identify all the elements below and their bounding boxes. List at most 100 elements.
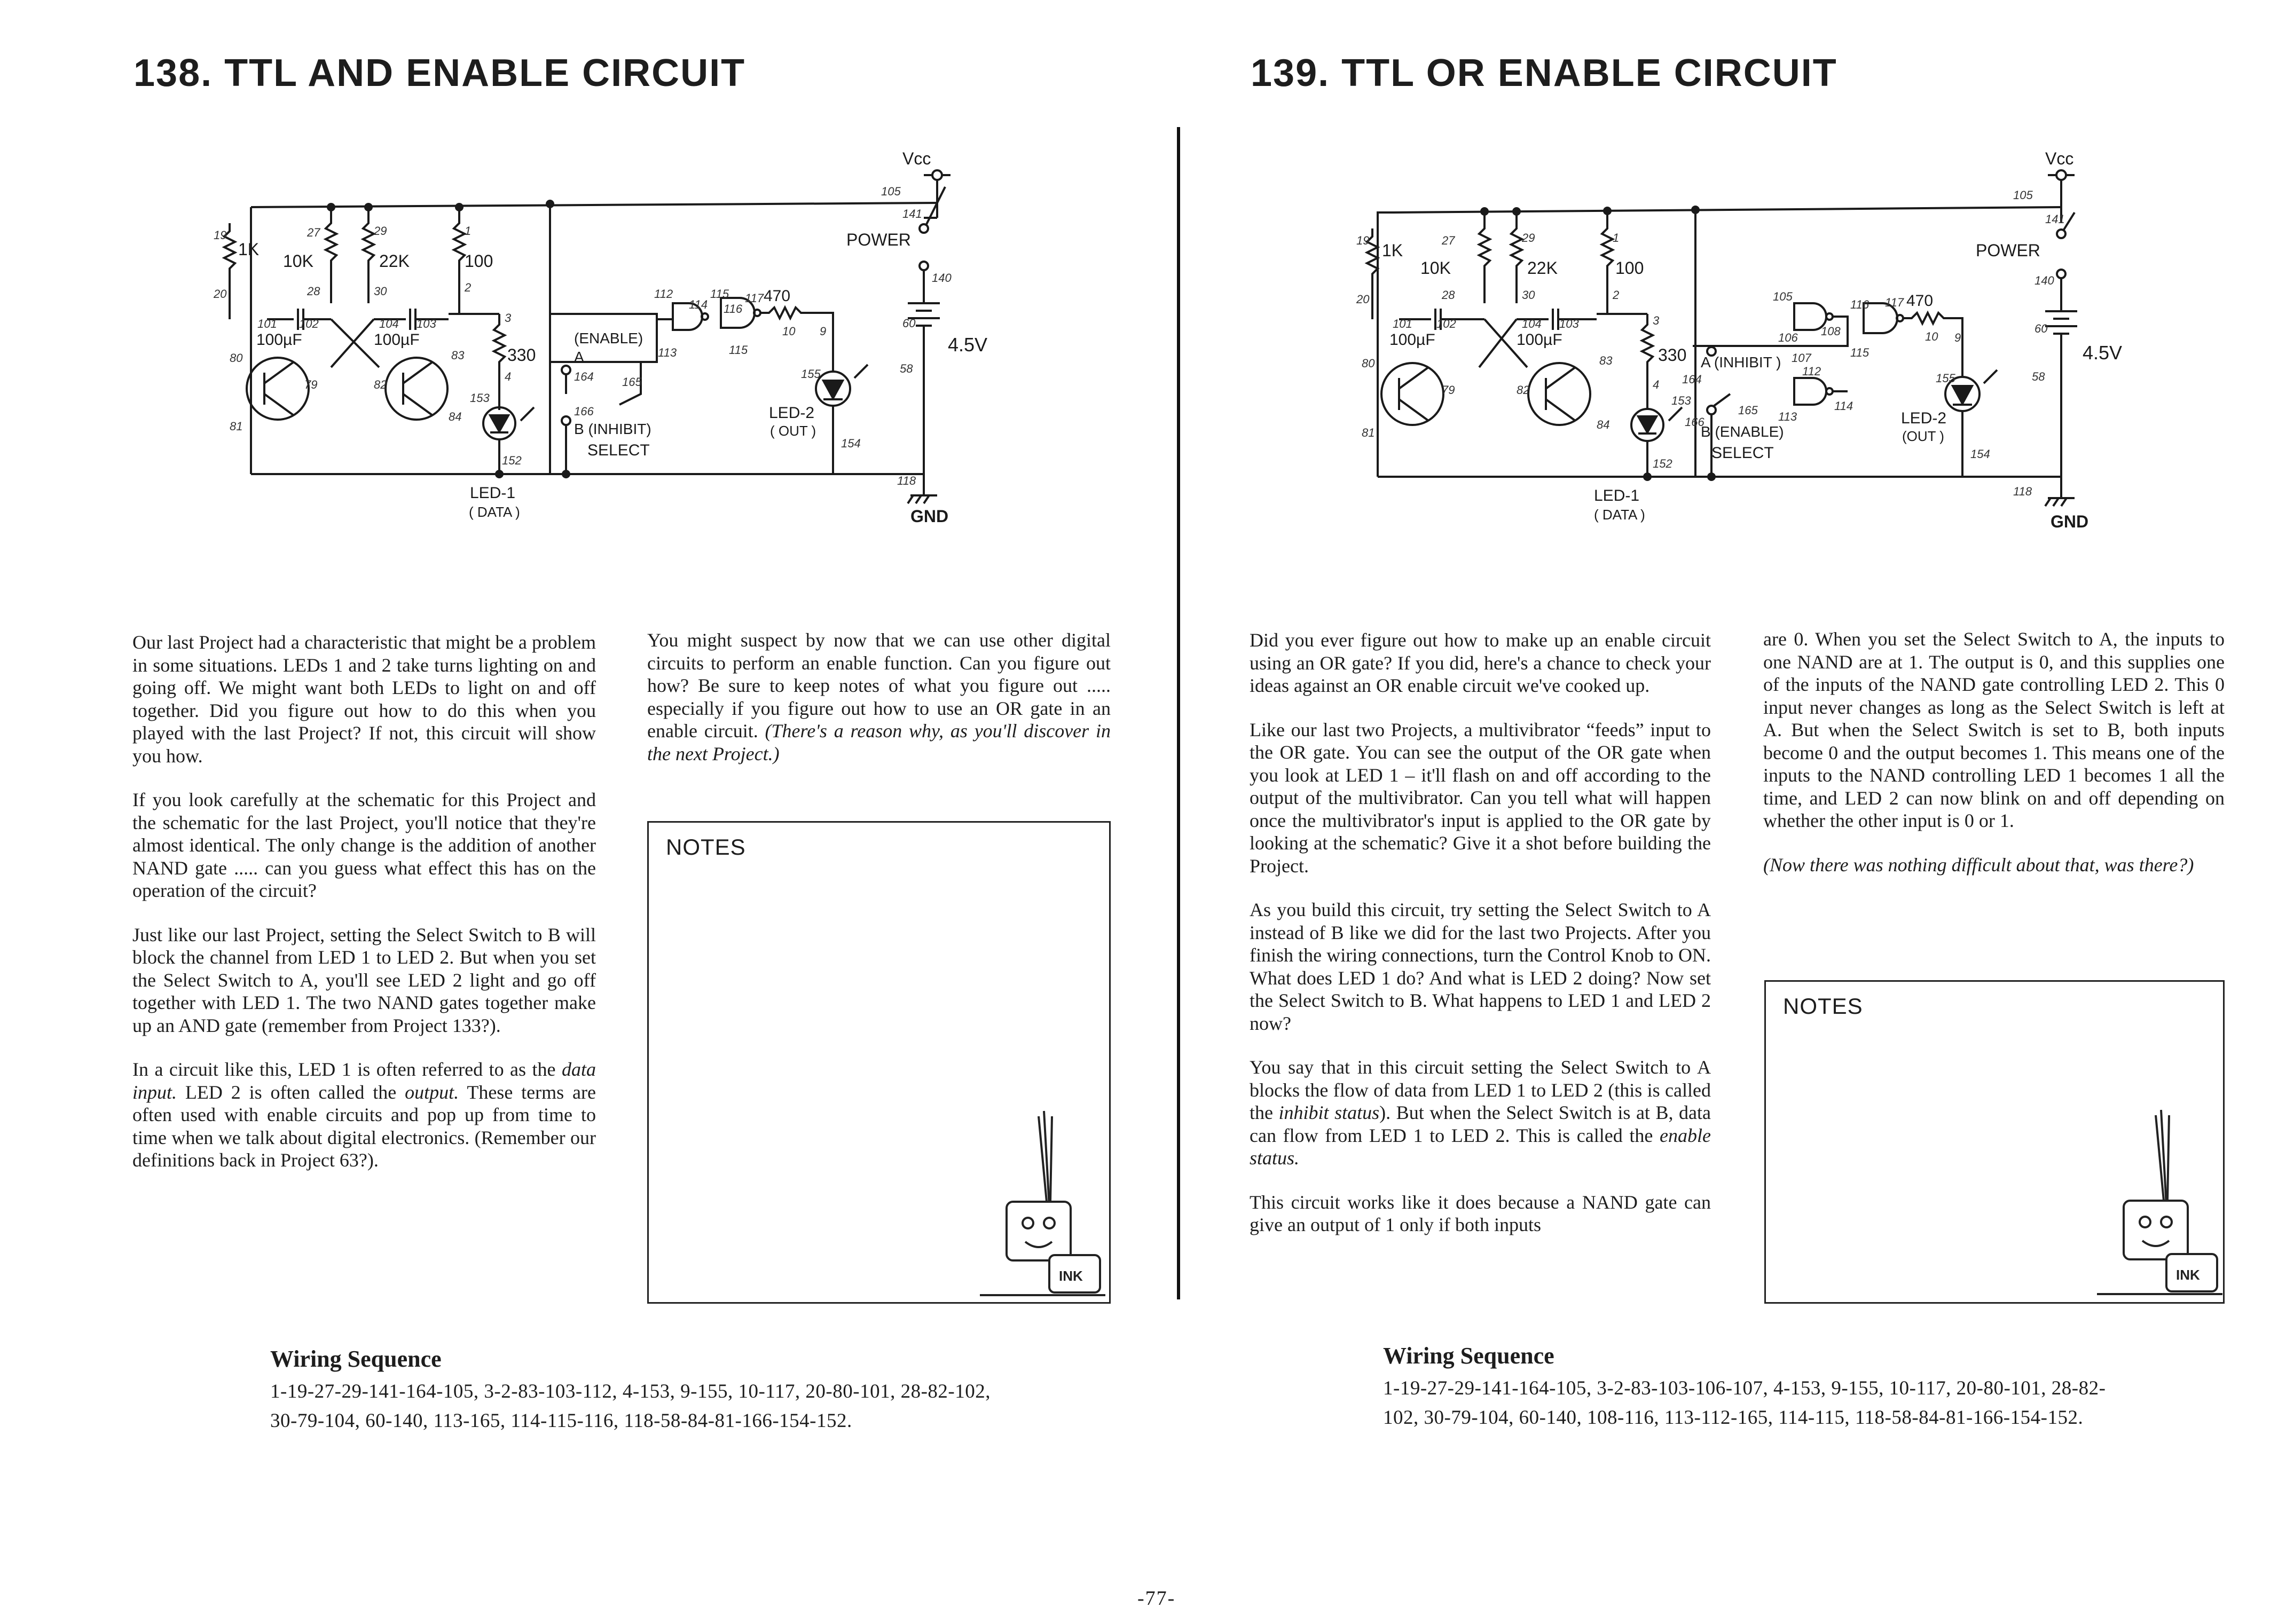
r-terminal-166: 166 <box>1685 415 1704 429</box>
terminal-113: 113 <box>658 346 677 359</box>
power-label: POWER <box>846 230 911 249</box>
r2-label: 10K <box>283 251 313 271</box>
terminal-155: 155 <box>801 367 821 381</box>
r-terminal-84: 84 <box>1597 418 1609 431</box>
terminal-114: 114 <box>689 298 708 311</box>
right-page-title: 139. TTL OR ENABLE CIRCUIT <box>1251 52 1837 94</box>
terminal-164: 164 <box>574 370 594 383</box>
battery-label: 4.5V <box>948 334 987 356</box>
r-led1-sub-label: ( DATA ) <box>1594 507 1645 523</box>
left-page-title: 138. TTL AND ENABLE CIRCUIT <box>133 52 746 94</box>
terminal-60: 60 <box>902 317 916 330</box>
terminal-82: 82 <box>374 378 387 391</box>
r-c1-label: 100µF <box>1389 331 1435 349</box>
right-notes-label: NOTES <box>1783 994 1863 1019</box>
led1-label: LED-1 <box>470 484 515 502</box>
left-notes-box[interactable]: NOTES INK <box>647 821 1111 1304</box>
r-terminal-152: 152 <box>1653 457 1672 470</box>
left-column-1: Our last Project had a characteristic th… <box>132 631 596 1193</box>
switch-a-label: A <box>574 349 584 365</box>
r-led2-sub-label: (OUT ) <box>1902 428 1944 444</box>
terminal-115b: 115 <box>729 343 748 357</box>
gnd-label: GND <box>910 507 948 526</box>
c1-label: 100µF <box>256 331 302 349</box>
r-led1-label: LED-1 <box>1594 487 1639 504</box>
r-terminal-165: 165 <box>1738 404 1758 417</box>
r-r1-label: 1K <box>1382 241 1403 260</box>
r-terminal-3: 3 <box>1653 314 1660 327</box>
r-switch-a-label: A (INHIBIT ) <box>1701 354 1781 370</box>
left-notes-label: NOTES <box>666 834 746 860</box>
r-terminal-115: 115 <box>1850 346 1869 359</box>
led2-label: LED-2 <box>769 404 814 422</box>
r-terminal-106: 106 <box>1778 331 1798 344</box>
r-terminal-81: 81 <box>1362 426 1374 439</box>
r-terminal-58: 58 <box>2032 370 2045 383</box>
terminal-83: 83 <box>451 349 465 362</box>
terminal-80: 80 <box>230 351 243 365</box>
terminal-79: 79 <box>304 378 317 391</box>
left-paragraph-4: In a circuit like this, LED 1 is often r… <box>132 1059 596 1171</box>
r-terminal-116: 116 <box>1850 298 1869 311</box>
terminal-117: 117 <box>745 291 764 305</box>
r-r6-label: 470 <box>1906 292 1933 310</box>
r-terminal-105a: 105 <box>2013 188 2033 202</box>
r-r4-label: 100 <box>1615 258 1644 278</box>
right-col2-italic: (Now there was nothing difficult about t… <box>1763 854 2194 876</box>
left-paragraph-2: If you look carefully at the schematic f… <box>132 789 596 901</box>
right-schematic: Vcc POWER 4.5V GND 1K 10K 22K 100 330 47… <box>1356 149 2122 531</box>
left-column-2: You might suspect by now that we can use… <box>647 629 1111 784</box>
terminal-84: 84 <box>449 410 461 423</box>
r-terminal-29: 29 <box>1521 231 1535 245</box>
terminal-81: 81 <box>230 420 242 433</box>
terminal-103: 103 <box>417 317 436 330</box>
r-terminal-112: 112 <box>1802 365 1821 378</box>
r-terminal-10: 10 <box>1925 330 1938 343</box>
r-r2-label: 10K <box>1420 258 1451 278</box>
right-paragraph-5: This circuit works like it does because … <box>1250 1191 1711 1236</box>
right-notes-box[interactable]: NOTES INK <box>1764 980 2225 1304</box>
terminal-27: 27 <box>307 226 320 239</box>
r-terminal-107: 107 <box>1792 351 1811 365</box>
left-paragraph-1: Our last Project had a characteristic th… <box>132 632 596 767</box>
page-divider <box>1177 127 1180 1299</box>
terminal-153: 153 <box>470 391 490 405</box>
r-terminal-1: 1 <box>1613 231 1619 245</box>
r4-label: 100 <box>465 251 493 271</box>
r-terminal-82: 82 <box>1517 383 1529 397</box>
r-terminal-28: 28 <box>1441 288 1455 302</box>
r-terminal-103: 103 <box>1559 317 1579 330</box>
terminal-115a: 115 <box>710 287 729 301</box>
terminal-101: 101 <box>257 317 277 330</box>
r-terminal-108: 108 <box>1821 325 1841 338</box>
r-vcc-label: Vcc <box>2045 149 2073 168</box>
r-terminal-164: 164 <box>1682 373 1702 386</box>
r-terminal-104: 104 <box>1522 317 1542 330</box>
r-terminal-118: 118 <box>2013 485 2032 498</box>
c2-label: 100µF <box>374 331 420 349</box>
r-switch-b-label: B (ENABLE) <box>1701 423 1784 440</box>
left-wiring-section: Wiring Sequence 1-19-27-29-141-164-105, … <box>270 1345 1018 1436</box>
right-wiring-title: Wiring Sequence <box>1383 1343 1554 1369</box>
r-terminal-30: 30 <box>1522 288 1535 302</box>
r-terminal-83: 83 <box>1599 354 1613 367</box>
terminal-9: 9 <box>820 325 826 338</box>
r-terminal-114: 114 <box>1834 399 1853 413</box>
r-terminal-80: 80 <box>1362 357 1375 370</box>
r-terminal-27: 27 <box>1441 234 1455 247</box>
r-battery-label: 4.5V <box>2083 342 2122 364</box>
r-terminal-101: 101 <box>1393 317 1412 330</box>
r-terminal-20: 20 <box>1356 293 1370 306</box>
r-terminal-19: 19 <box>1356 234 1369 247</box>
terminal-3: 3 <box>505 311 512 325</box>
left-wiring-sequence: 1-19-27-29-141-164-105, 3-2-83-103-112, … <box>270 1381 991 1432</box>
right-wiring-sequence: 1-19-27-29-141-164-105, 3-2-83-103-106-1… <box>1383 1377 2106 1429</box>
right-paragraph-1: Did you ever figure out how to make up a… <box>1250 629 1711 696</box>
right-paragraph-3: As you build this circuit, try setting t… <box>1250 899 1711 1034</box>
r-terminal-79: 79 <box>1442 383 1455 397</box>
left-schematic: Vcc POWER 4.5V GND 1K 10K 22K 100 330 47… <box>213 149 987 526</box>
r-terminal-141: 141 <box>2045 212 2065 226</box>
terminal-116: 116 <box>724 302 743 316</box>
r-terminal-155: 155 <box>1936 372 1955 385</box>
terminal-4: 4 <box>505 370 511 383</box>
